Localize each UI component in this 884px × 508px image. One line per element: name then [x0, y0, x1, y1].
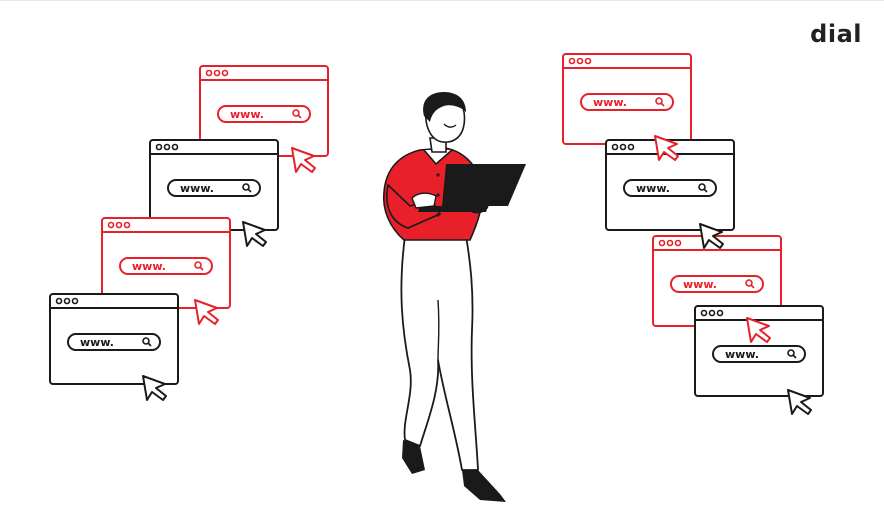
laptop: [442, 164, 526, 206]
url-text: www.: [593, 96, 627, 109]
url-text: www.: [636, 182, 670, 195]
browser-window-left-3: www.: [101, 217, 231, 309]
browser-window-right-1: www.: [562, 53, 692, 145]
url-text: www.: [230, 108, 264, 121]
url-text: www.: [80, 336, 114, 349]
browser-window-left-2: www.: [149, 139, 279, 231]
shoe-left: [402, 440, 425, 474]
trousers: [400, 235, 479, 471]
top-divider: [0, 0, 884, 1]
browser-window-right-4: www.: [694, 305, 824, 397]
hair: [423, 92, 466, 122]
browser-window-left-1: www.: [199, 65, 329, 157]
url-text: www.: [683, 278, 717, 291]
browser-window-right-2: www.: [605, 139, 735, 231]
shoe-right: [462, 470, 506, 502]
brand-logo: dial: [810, 20, 862, 48]
browser-window-right-3: www.: [652, 235, 782, 327]
url-text: www.: [180, 182, 214, 195]
url-text: www.: [132, 260, 166, 273]
url-text: www.: [725, 348, 759, 361]
person-figure: [382, 92, 526, 502]
browser-window-left-4: www.: [49, 293, 179, 385]
